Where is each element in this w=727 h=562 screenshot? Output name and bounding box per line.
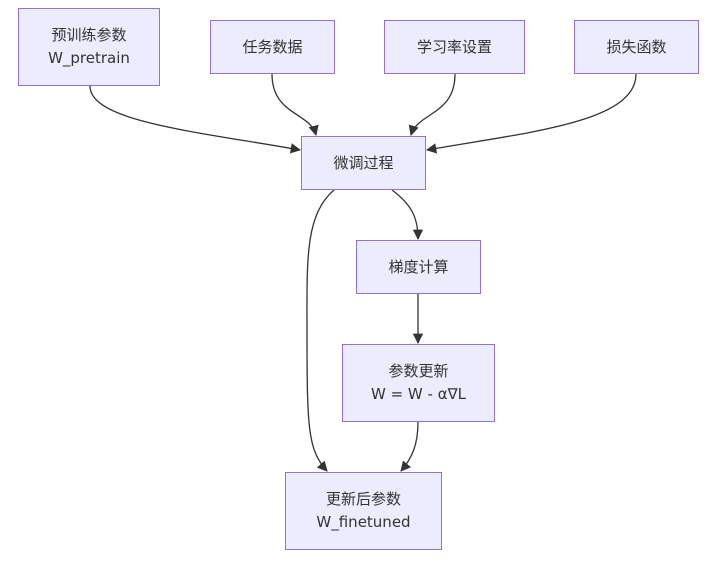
node-final-title: 更新后参数 [325,490,401,508]
node-update-title: 参数更新 [388,362,449,380]
node-loss-label: 损失函数 [606,37,667,56]
edge-loss-to-finetune [425,73,637,154]
node-learning-rate: 学习率设置 [384,20,525,74]
node-pretrain-title: 预训练参数 [51,26,127,44]
node-task-label: 任务数据 [242,37,303,56]
edge-lr-to-finetune [408,73,456,136]
edge-finetune-to-final [306,189,335,472]
node-grad-label: 梯度计算 [388,257,449,276]
node-task-data: 任务数据 [210,20,335,74]
node-finetune-label: 微调过程 [333,153,394,172]
edge-update-to-final [400,421,419,472]
node-pretrain-symbol: W_pretrain [48,49,130,67]
node-pretrain-params: 预训练参数 W_pretrain [18,8,160,86]
node-update-formula: W = W - α∇L [371,385,466,403]
node-final-symbol: W_finetuned [316,513,411,531]
node-lr-label: 学习率设置 [416,37,492,56]
edge-pretrain-to-finetune [89,85,302,154]
node-param-update: 参数更新 W = W - α∇L [342,344,495,422]
node-finetune-process: 微调过程 [301,136,426,190]
node-finetuned-params: 更新后参数 W_finetuned [285,472,442,550]
node-gradient-computation: 梯度计算 [356,240,481,294]
edge-finetune-to-grad [391,189,424,241]
edge-task-to-finetune [271,73,319,137]
node-loss-function: 损失函数 [574,20,699,74]
